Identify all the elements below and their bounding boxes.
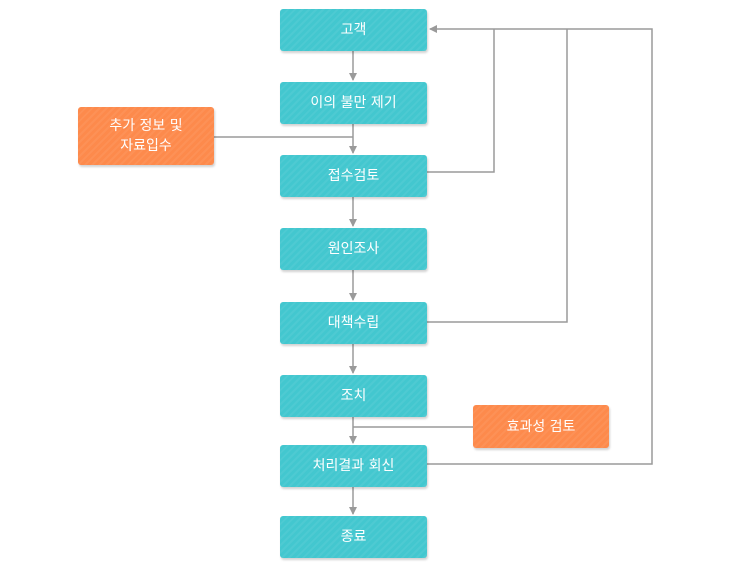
feedback-result-to-customer bbox=[427, 25, 653, 465]
step-complaint-label: 이의 불만 제기 bbox=[310, 95, 397, 111]
step-review-label: 접수검토 bbox=[327, 168, 380, 184]
step-review: 접수검토 bbox=[280, 155, 427, 197]
step-result-reply: 처리결과 회신 bbox=[280, 445, 427, 487]
step-cause-label: 원인조사 bbox=[327, 241, 380, 257]
step-action: 조치 bbox=[280, 375, 427, 417]
step-result-label: 처리결과 회신 bbox=[312, 458, 395, 474]
step-cause-investigation: 원인조사 bbox=[280, 228, 427, 270]
step-end-label: 종료 bbox=[340, 529, 367, 545]
feedback-review-to-customer bbox=[427, 29, 495, 173]
step-plan-label: 대책수립 bbox=[327, 315, 380, 331]
step-action-label: 조치 bbox=[340, 388, 367, 404]
step-customer-label: 고객 bbox=[340, 22, 367, 38]
step-customer: 고객 bbox=[280, 9, 427, 51]
side-extra-info-label: 추가 정보 및 자료입수 bbox=[109, 118, 183, 154]
side-effectiveness-label: 효과성 검토 bbox=[506, 418, 576, 435]
step-complaint: 이의 불만 제기 bbox=[280, 82, 427, 124]
side-extra-info: 추가 정보 및 자료입수 bbox=[78, 107, 214, 165]
side-effectiveness-review: 효과성 검토 bbox=[473, 405, 609, 448]
feedback-plan-to-customer bbox=[427, 29, 568, 323]
step-end: 종료 bbox=[280, 516, 427, 558]
step-plan: 대책수립 bbox=[280, 302, 427, 344]
